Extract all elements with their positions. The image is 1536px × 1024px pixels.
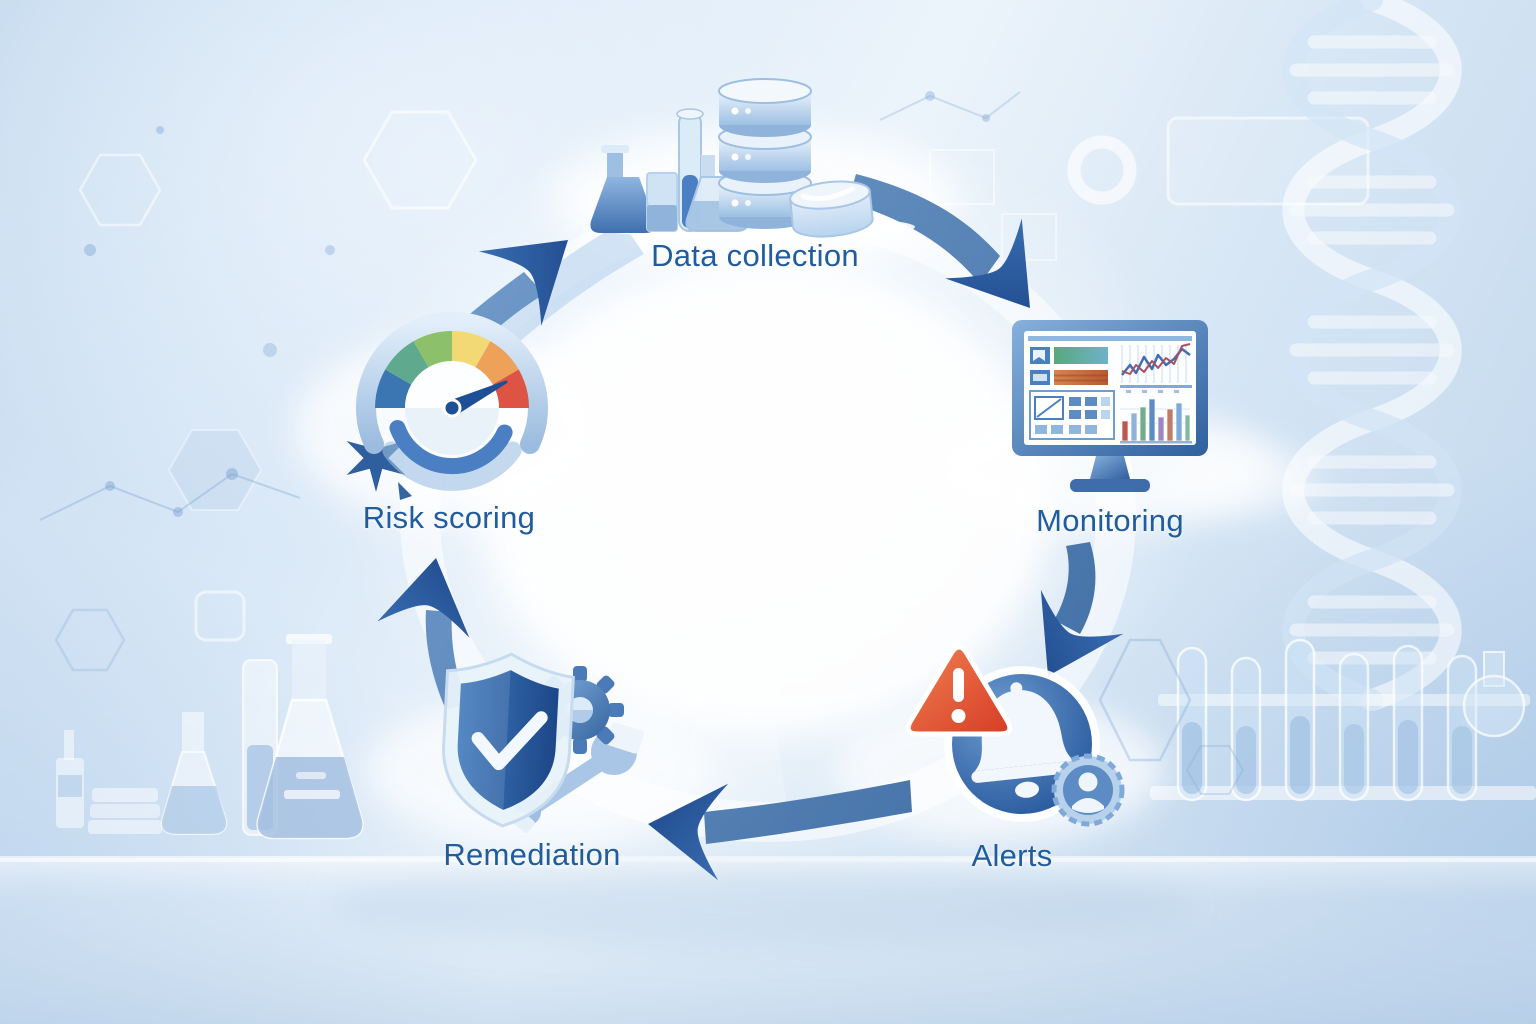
stage-risk-scoring: Risk scoring xyxy=(299,300,599,536)
stage-label-monitoring: Monitoring xyxy=(1036,503,1184,538)
stage-label-data-collection: Data collection xyxy=(651,238,859,273)
warning-bell-icon xyxy=(905,644,1125,827)
arrow-monitoring-to-alerts xyxy=(1006,542,1124,698)
shield-check-icon xyxy=(442,652,575,828)
monitor-stand xyxy=(1090,456,1130,479)
database-and-flasks-icon xyxy=(590,78,915,239)
test-tube-rack xyxy=(1098,638,1536,802)
gauge-bezel xyxy=(356,311,548,454)
stage-label-remediation: Remediation xyxy=(443,837,621,872)
dial-shade xyxy=(405,408,499,455)
stage-label-alerts: Alerts xyxy=(971,838,1053,873)
stage-label-risk-scoring: Risk scoring xyxy=(362,500,536,535)
beaker-cylinder-icon xyxy=(789,180,874,238)
monitor-base xyxy=(1070,479,1150,492)
stage-alerts: Alerts xyxy=(862,640,1162,874)
abstract-ui-shapes xyxy=(929,116,1370,261)
dashboard-monitor-icon xyxy=(1012,320,1208,492)
risk-gauge-icon xyxy=(346,311,548,500)
dna-helix xyxy=(1282,0,1462,711)
molecule-network xyxy=(39,91,1021,672)
stage-data-collection: Data collection xyxy=(555,55,955,274)
floor xyxy=(0,856,1536,1024)
stage-remediation: Remediation xyxy=(382,640,682,873)
user-badge-icon xyxy=(1051,753,1125,827)
dashboard-screen xyxy=(1028,336,1192,444)
gauge-segments xyxy=(375,331,529,409)
gauge-crescent xyxy=(389,420,513,475)
gauge-needle xyxy=(442,380,508,418)
arrow-data-to-monitoring xyxy=(848,174,1069,338)
arrow-alerts-to-remediation xyxy=(642,775,912,881)
shield-check-gear-wrench-icon xyxy=(442,652,644,833)
warning-triangle-icon xyxy=(905,644,1013,737)
stage-monitoring: Monitoring xyxy=(960,318,1260,539)
lab-flasks xyxy=(56,634,790,840)
